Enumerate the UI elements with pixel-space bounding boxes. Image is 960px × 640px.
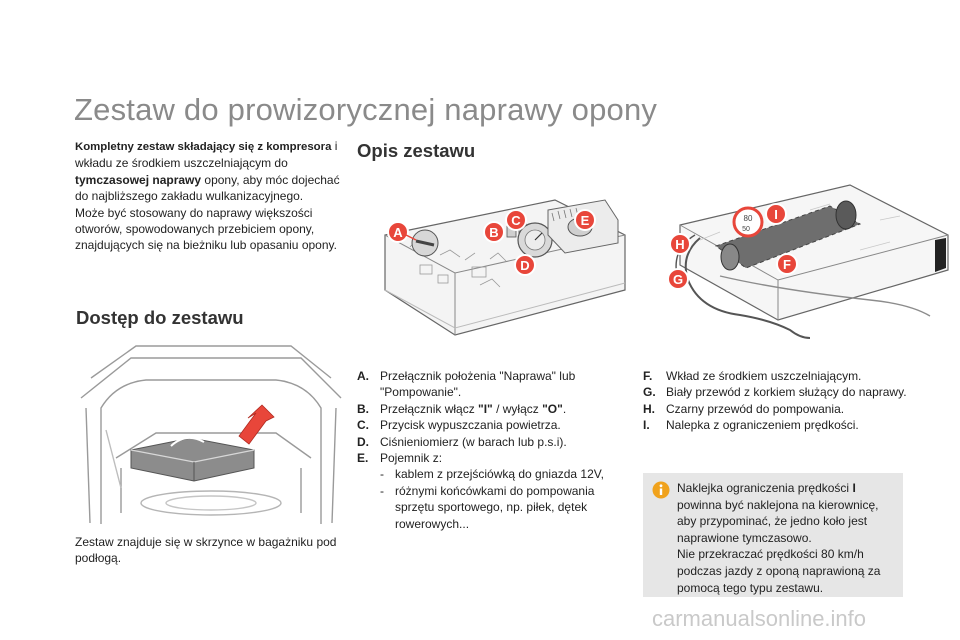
- info-note-box: Naklejka ograniczenia prędkości I powinn…: [643, 473, 903, 597]
- page-title: Zestaw do prowizorycznej naprawy opony: [74, 92, 658, 127]
- callout-a: A: [387, 221, 417, 243]
- speed-sticker-top: 80: [744, 214, 753, 223]
- callout-e: E: [574, 209, 596, 231]
- svg-text:B: B: [489, 225, 498, 240]
- svg-text:E: E: [581, 213, 590, 228]
- intro-lead: Kompletny zestaw składający się z kompre…: [75, 141, 332, 153]
- list-item-f: F.Wkład ze środkiem uszczelniającym.: [643, 369, 862, 383]
- list-item-b: B.Przełącznik włącz "I" / wyłącz "O".: [357, 401, 567, 416]
- svg-text:C: C: [511, 213, 521, 228]
- watermark: carmanualsonline.info: [652, 606, 867, 631]
- sub-item-cable: -kablem z przejściówką do gniazda 12V,: [380, 467, 605, 482]
- callout-b: B: [483, 221, 505, 243]
- cartridge-hose-illustration: 80 50: [675, 184, 949, 339]
- list-item-h: H.Czarny przewód do pompowania.: [643, 401, 845, 416]
- intro-paragraph-2: Może być stosowany do naprawy większości…: [75, 205, 337, 253]
- compressor-box: [130, 436, 255, 482]
- svg-text:I: I: [774, 207, 778, 222]
- list-item-i: I.Nalepka z ograniczeniem prędkości.: [643, 418, 859, 433]
- component-list-f-i: F.Wkład ze środkiem uszczelniającym. G.B…: [643, 368, 913, 434]
- speed-sticker-bottom: 50: [742, 226, 750, 233]
- callout-g: G: [667, 268, 689, 290]
- svg-text:H: H: [675, 237, 684, 252]
- info-icon: [652, 481, 670, 499]
- list-item-a: A.Przełącznik położenia "Naprawa" lub "P…: [357, 369, 576, 400]
- section-heading-dostep: Dostęp do zestawu: [76, 307, 244, 328]
- info-paragraph-2: Nie przekraczać prędkości 80 km/h podcza…: [677, 547, 881, 595]
- sub-item-nozzles: -różnymi końcówkami do pompowania sprzęt…: [380, 483, 595, 531]
- access-caption: Zestaw znajduje się w skrzynce w bagażni…: [75, 535, 337, 566]
- section-heading-opis: Opis zestawu: [357, 140, 476, 161]
- intro-part2: opony, aby móc dojechać do najbliższego …: [75, 172, 340, 204]
- intro-part1: i wkładu ze środkiem uszczelniającym do: [75, 139, 338, 171]
- intro-text: Kompletny zestaw składający się z kompre…: [75, 138, 345, 254]
- list-item-g: G.Biały przewód z korkiem służący do nap…: [643, 385, 907, 400]
- kit-callouts: A B C D E: [387, 209, 596, 276]
- callout-d: D: [514, 254, 536, 276]
- intro-paragraph-1: Kompletny zestaw składający się z kompre…: [75, 138, 345, 205]
- list-item-c: C.Przycisk wypuszczania powietrza.: [357, 418, 561, 433]
- svg-text:G: G: [673, 272, 683, 287]
- hose-callouts: I H G F: [667, 203, 798, 290]
- component-list-a-e: A.Przełącznik położenia "Naprawa" lub "P…: [357, 368, 627, 532]
- callout-i: I: [765, 203, 787, 225]
- callout-h: H: [669, 233, 691, 255]
- svg-text:F: F: [783, 257, 791, 272]
- trunk-access-illustration: [80, 345, 342, 524]
- list-item-d: D.Ciśnieniomierz (w barach lub p.s.i).: [357, 434, 567, 449]
- intro-bold: tymczasowej naprawy: [75, 172, 202, 187]
- callout-f: F: [776, 253, 798, 275]
- info-paragraph-1: Naklejka ograniczenia prędkości I powinn…: [677, 481, 879, 545]
- callout-c: C: [505, 209, 527, 231]
- svg-text:A: A: [393, 225, 403, 240]
- svg-text:D: D: [520, 258, 529, 273]
- pointer-arrow-icon: [238, 404, 275, 445]
- list-item-e: E.Pojemnik z:: [357, 451, 443, 466]
